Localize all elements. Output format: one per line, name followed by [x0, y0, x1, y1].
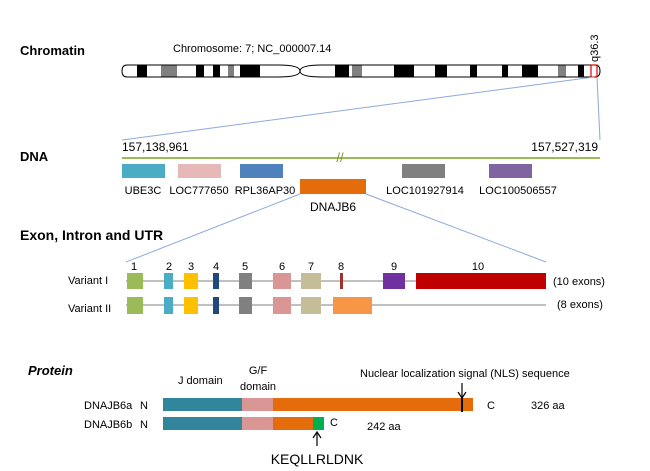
exon-number: 4 [213, 261, 219, 273]
tail-sequence: KEQLLRLDNK [271, 451, 364, 467]
exon-4 [213, 297, 219, 314]
zoom-line-left [121, 76, 595, 141]
exon-3 [184, 297, 198, 314]
variant-1-label: Variant I [68, 275, 108, 287]
gene-label-loc100506557: LOC100506557 [479, 185, 557, 197]
gene-box-rpl36ap30 [240, 164, 283, 178]
tail-segment-bar [313, 417, 324, 430]
exon-heading: Exon, Intron and UTR [20, 227, 163, 243]
exon-6 [273, 297, 291, 314]
gene-track: UBE3C LOC777650 RPL36AP30 DNAJB6 LOC1019… [122, 164, 557, 214]
zoom-line-right [596, 76, 601, 141]
gf-domain-bar [242, 417, 273, 430]
exon-numbers: 1 2 3 4 5 6 7 8 9 10 [131, 261, 484, 273]
variant-2-track: Variant II (8 exons) [68, 297, 603, 315]
c-terminal-bar [273, 417, 313, 430]
protein-dnajb6a: DNAJB6a N C 326 aa [84, 396, 566, 412]
gf-domain-bar [242, 398, 273, 411]
gene-label-ube3c: UBE3C [125, 185, 162, 197]
dna-end-coordinate: 157,527,319 [531, 140, 598, 154]
exon-number: 5 [242, 261, 248, 273]
exon-3 [184, 273, 198, 289]
exon-6 [273, 273, 291, 289]
band-label: q36.3 [589, 34, 601, 62]
dna-heading: DNA [20, 149, 49, 164]
protein-dnajb6b: DNAJB6b N C 242 aa [84, 417, 402, 433]
exon-4 [213, 273, 219, 289]
exon-7 [301, 297, 321, 314]
isoform-a-n-terminus: N [140, 400, 148, 412]
chromosome-label: Chromosome: 7; NC_000007.14 [173, 43, 331, 55]
exon-number: 8 [338, 261, 344, 273]
isoform-b-n-terminus: N [140, 419, 148, 431]
exon-10 [416, 273, 546, 289]
protein-heading: Protein [28, 363, 73, 378]
chromosome-bands [137, 65, 584, 77]
exon-2 [164, 273, 173, 289]
tail-arrow [312, 430, 322, 446]
variant-1-track: Variant I (10 exons) [68, 273, 605, 289]
dna-break-mark: // [336, 150, 344, 165]
exon-1 [127, 297, 143, 314]
isoform-a-name: DNAJB6a [84, 400, 133, 412]
exon-1 [127, 273, 143, 289]
gene-box-loc101927914 [402, 164, 445, 178]
exon-number: 9 [391, 261, 397, 273]
dna-start-coordinate: 157,138,961 [122, 140, 189, 154]
gene-box-ube3c [122, 164, 165, 178]
exon-2 [164, 297, 173, 314]
chromosome-ideogram [121, 64, 601, 78]
j-domain-bar [163, 417, 242, 430]
isoform-a-length: 326 aa [531, 400, 566, 412]
gene-label-loc777650: LOC777650 [169, 185, 228, 197]
gene-box-dnajb6 [300, 179, 366, 194]
nls-arrow [457, 383, 467, 400]
exon-number: 6 [279, 261, 285, 273]
exon-number: 2 [166, 261, 172, 273]
variant-1-exon-count: (10 exons) [553, 276, 605, 288]
gene-label-rpl36ap30: RPL36AP30 [235, 185, 296, 197]
gene-box-loc777650 [178, 164, 221, 178]
exon-number: 7 [308, 261, 314, 273]
gene-label-loc101927914: LOC101927914 [386, 185, 464, 197]
variant-2-exon-count: (8 exons) [557, 299, 603, 311]
gene-label-dnajb6: DNAJB6 [310, 200, 356, 214]
zoom-line-exon-right [365, 193, 547, 263]
isoform-b-name: DNAJB6b [84, 419, 132, 431]
chromatin-heading: Chromatin [20, 43, 85, 58]
gene-box-loc100506557 [489, 164, 532, 178]
exon-number: 3 [188, 261, 194, 273]
exon-8 [340, 273, 343, 289]
gf-domain-label-line1: G/F [249, 365, 268, 377]
exon-5 [239, 297, 252, 314]
exon-7 [301, 273, 321, 289]
j-domain-bar [163, 398, 242, 411]
isoform-a-c-terminus: C [487, 400, 495, 412]
nls-label: Nuclear localization signal (NLS) sequen… [360, 368, 570, 380]
isoform-b-length: 242 aa [367, 421, 402, 433]
variant-2-label: Variant II [68, 303, 111, 315]
zoom-line-exon-left [125, 193, 301, 263]
j-domain-label: J domain [178, 375, 223, 387]
c-terminal-bar [273, 398, 473, 411]
exon-5 [239, 273, 252, 289]
exon-8-extended [333, 297, 372, 314]
isoform-b-c-terminus: C [330, 417, 338, 429]
gf-domain-label-line2: domain [240, 381, 276, 393]
exon-number: 1 [131, 261, 137, 273]
exon-number: 10 [472, 261, 484, 273]
exon-9 [383, 273, 405, 289]
